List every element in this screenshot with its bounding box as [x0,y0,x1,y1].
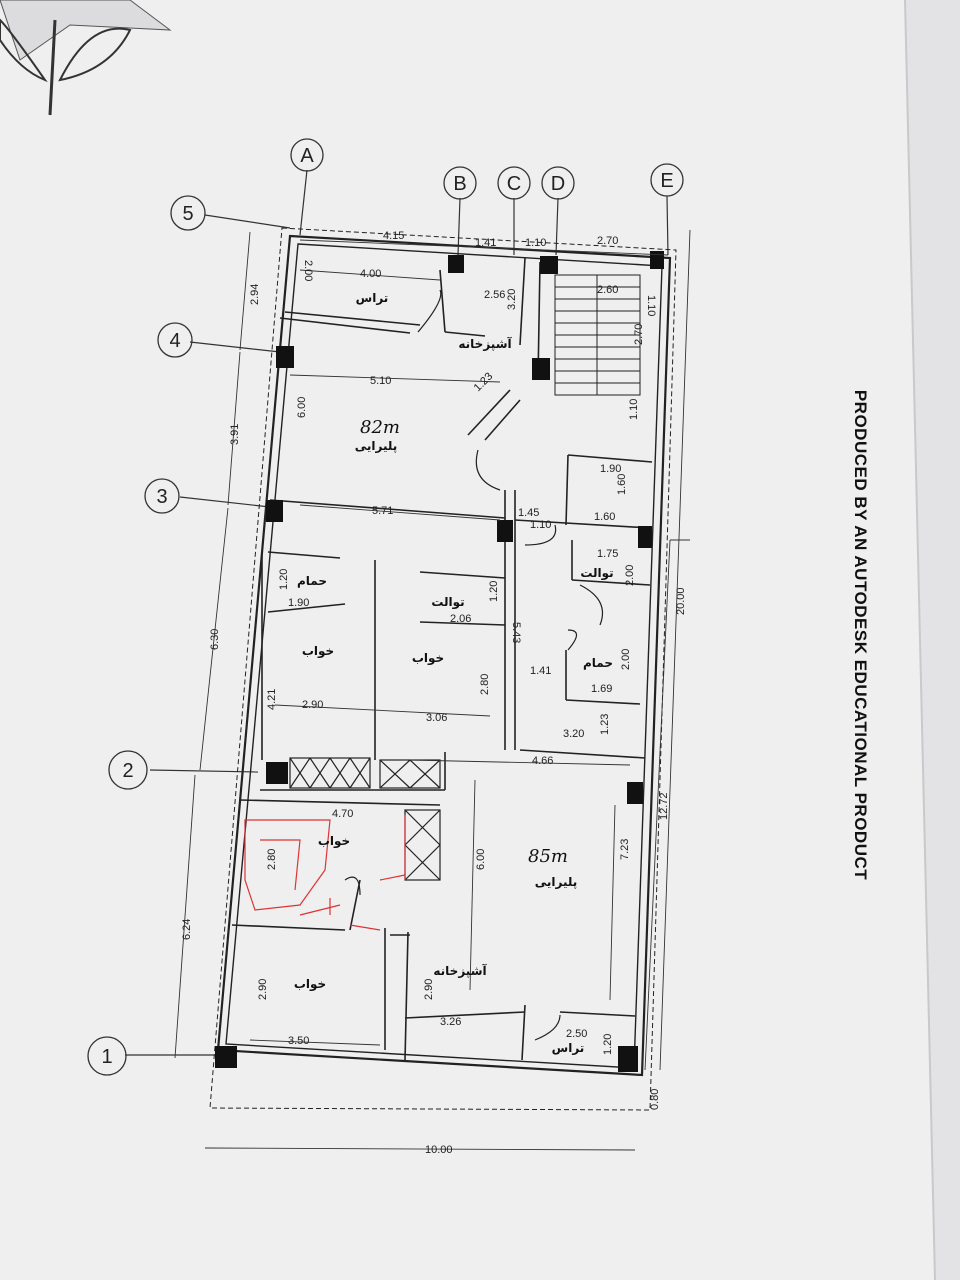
paper-fold-shadow [905,0,960,1280]
dim-3-26: 3.26 [440,1016,461,1028]
staircase [554,274,641,396]
grid-row-labels: 5 4 3 2 1 [87,195,206,1076]
grid-row-2: 2 [122,760,133,782]
dimension-labels: 4.15 1.41 1.10 2.70 4.00 2.56 2.60 1.10 … [181,230,687,1156]
grid-col-b: B [453,173,466,195]
dim-2-00-left: 2.00 [302,260,314,281]
grid-axes [125,169,669,1056]
room-bath-right: حمام [583,656,613,671]
dim-2-50: 2.50 [566,1028,587,1040]
dim-2-60: 2.60 [597,284,618,296]
dim-12-72: 12.72 [658,792,670,820]
dim-10-00: 10.00 [425,1144,453,1156]
room-labels: تراس آشپزخانه حمام توالت توالت حمام خواب… [294,291,614,1055]
room-terrace-bottom: تراس [552,1041,585,1055]
dim-2-00-c: 2.00 [620,649,632,670]
dim-3-20: 3.20 [506,289,518,310]
dim-2-70-top: 2.70 [597,235,618,247]
dim-4-15: 4.15 [383,230,404,242]
dim-1-60-b: 1.60 [594,511,615,523]
dim-2-80-b: 2.80 [266,849,278,870]
dim-2-90-c: 2.90 [423,979,435,1000]
dim-1-75: 1.75 [597,548,618,560]
room-bedroom-3: خواب [318,834,350,849]
door-swings [344,289,604,1041]
dim-1-10-b: 1.10 [628,399,640,420]
grid-row-3: 3 [156,486,167,508]
dimension-lines [174,229,691,1151]
dim-6-00-b: 6.00 [475,849,487,870]
room-bath-left: حمام [297,574,327,589]
dim-1-10-c: 1.10 [530,519,551,531]
dim-4-21: 4.21 [266,689,278,710]
autodesk-watermark: PRODUCED BY AN AUTODESK EDUCATIONAL PROD… [851,390,870,880]
area-value-top: 82m [360,417,400,438]
grid-col-a: A [300,145,314,167]
dim-2-06: 2.06 [450,613,471,625]
interior-walls [231,257,653,1061]
dim-3-06: 3.06 [426,712,447,724]
dim-1-60-a: 1.60 [616,474,628,495]
dim-5-71: 5.71 [372,505,393,517]
structural-columns [215,251,664,1072]
dim-1-23-b: 1.23 [599,714,611,735]
hatched-shafts [289,757,441,881]
dim-5-10: 5.10 [370,375,391,387]
room-toilet-mid: توالت [431,595,464,610]
dim-2-56: 2.56 [484,289,505,301]
dim-1-20-a: 1.20 [278,569,290,590]
room-toilet-right: توالت [580,566,613,581]
dim-7-23: 7.23 [619,839,631,860]
logo-emblem [0,0,172,116]
dim-1-90-b: 1.90 [288,597,309,609]
dim-6-00-a: 6.00 [296,397,308,418]
dim-1-10-a: 1.10 [645,295,657,316]
room-terrace-top: تراس [356,291,389,305]
dim-3-50: 3.50 [288,1035,309,1047]
dim-2-80-a: 2.80 [479,674,491,695]
grid-row-4: 4 [169,330,180,352]
dim-1-41-b: 1.41 [530,665,551,677]
area-labels: 82m پلیرایی 85m پلیرایی [355,417,578,889]
dim-1-45: 1.45 [518,507,539,519]
dim-3-91: 3.91 [229,424,241,445]
room-bedroom-2: خواب [412,651,444,666]
red-pen-sketch [244,815,406,931]
dim-2-90-b: 2.90 [257,979,269,1000]
dim-4-00: 4.00 [360,268,381,280]
grid-row-5: 5 [182,203,193,225]
grid-row-1: 1 [101,1046,112,1068]
dim-2-94: 2.94 [249,284,261,305]
area-label-bottom: پلیرایی [535,875,578,889]
room-kitchen-bottom: آشپزخانه [433,963,487,978]
grid-col-d: D [551,173,565,195]
room-kitchen-top: آشپزخانه [458,336,512,351]
dim-1-90-a: 1.90 [600,463,621,475]
dim-2-70-v: 2.70 [633,324,645,345]
dim-2-90-a: 2.90 [302,699,323,711]
dim-1-41: 1.41 [475,237,496,249]
dim-5-43: 5.43 [510,622,522,643]
dim-3-20-b: 3.20 [563,728,584,740]
dim-1-20-b: 1.20 [488,581,500,602]
dim-2-00-b: 2.00 [624,565,636,586]
dim-4-66: 4.66 [532,755,553,767]
grid-col-c: C [507,173,521,195]
dim-20-00: 20.00 [675,587,687,615]
area-value-bottom: 85m [528,846,568,867]
dim-6-24: 6.24 [181,919,193,940]
dim-1-10-top: 1.10 [525,237,546,249]
dim-4-70: 4.70 [332,808,353,820]
dim-1-20-c: 1.20 [602,1034,614,1055]
dim-1-69: 1.69 [591,683,612,695]
grid-column-labels: A B C D E [290,138,684,200]
room-bedroom-1: خواب [302,644,334,659]
area-label-top: پلیرایی [355,439,398,453]
room-bedroom-4: خواب [294,977,326,992]
dim-0-80: 0.80 [649,1089,661,1110]
dim-6-30: 6.30 [209,629,221,650]
grid-col-e: E [660,170,673,192]
